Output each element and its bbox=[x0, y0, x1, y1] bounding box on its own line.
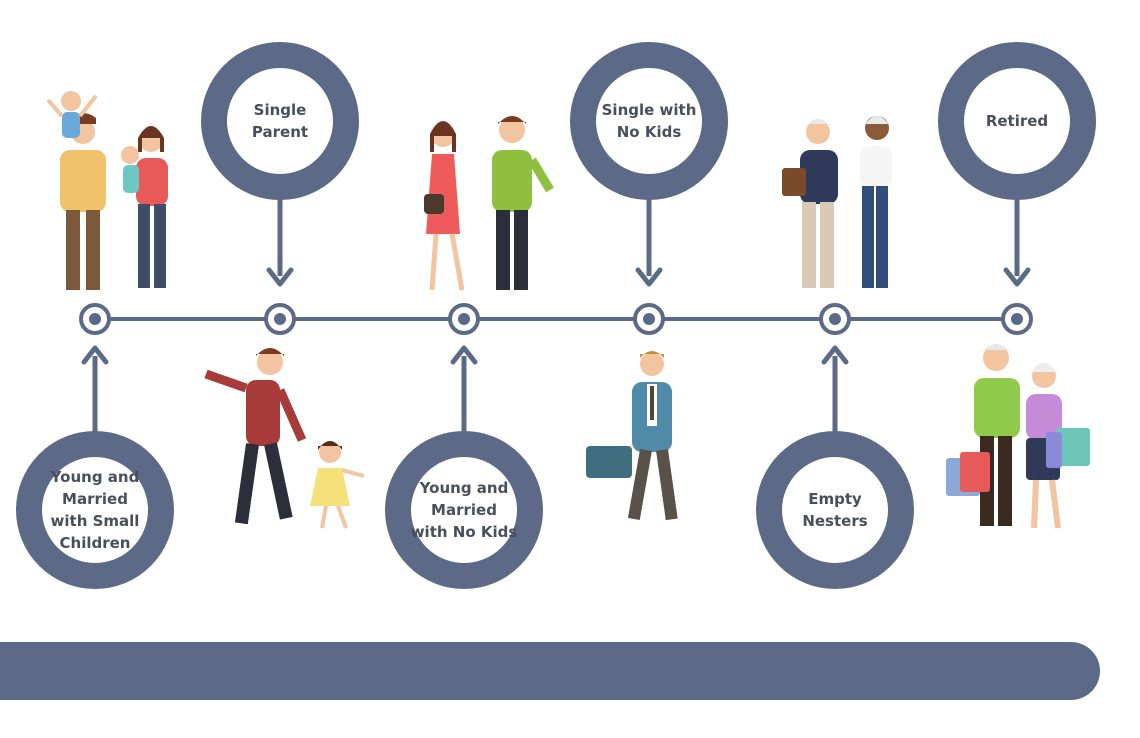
stage-label-5: Empty Nesters bbox=[802, 490, 868, 530]
family-with-small-children-illustration bbox=[46, 91, 168, 290]
stage-ring bbox=[385, 431, 543, 589]
stage-1 bbox=[16, 303, 174, 589]
stage-5 bbox=[756, 303, 914, 589]
connector-arrow-head bbox=[450, 345, 478, 365]
connector-arrow-head bbox=[1003, 267, 1031, 287]
connector-arrow-head bbox=[266, 267, 294, 287]
timeline-node-dot bbox=[643, 313, 655, 325]
stage-ring bbox=[756, 431, 914, 589]
timeline-node-dot bbox=[274, 313, 286, 325]
single-no-kids-illustration bbox=[586, 351, 678, 521]
stage-2 bbox=[201, 42, 359, 335]
stage-ring bbox=[938, 42, 1096, 200]
stage-label-6: Retired bbox=[985, 112, 1049, 130]
stage-label-3: Young and Married with No Kids bbox=[410, 479, 518, 541]
stage-6 bbox=[938, 42, 1096, 335]
timeline-node-dot bbox=[89, 313, 101, 325]
connector-arrow-head bbox=[635, 267, 663, 287]
stage-ring bbox=[201, 42, 359, 200]
retired-couple-illustration bbox=[946, 344, 1090, 529]
bottom-banner-bar bbox=[0, 642, 1100, 700]
stage-label-2: Single Parent bbox=[251, 101, 309, 141]
stage-ring bbox=[570, 42, 728, 200]
stage-4 bbox=[570, 42, 728, 335]
timeline-node-dot bbox=[829, 313, 841, 325]
stage-ring bbox=[16, 431, 174, 589]
timeline-node-dot bbox=[458, 313, 470, 325]
stage-label-4: Single with No Kids bbox=[601, 101, 697, 141]
connector-arrow-head bbox=[821, 345, 849, 365]
young-couple-no-kids-illustration bbox=[424, 116, 554, 291]
empty-nesters-illustration bbox=[782, 116, 892, 288]
single-parent-illustration bbox=[204, 348, 365, 529]
timeline-node-dot bbox=[1011, 313, 1023, 325]
connector-arrow-head bbox=[81, 345, 109, 365]
stage-3 bbox=[385, 303, 543, 589]
stage-label-1: Young and Married with Small Children bbox=[50, 468, 140, 552]
